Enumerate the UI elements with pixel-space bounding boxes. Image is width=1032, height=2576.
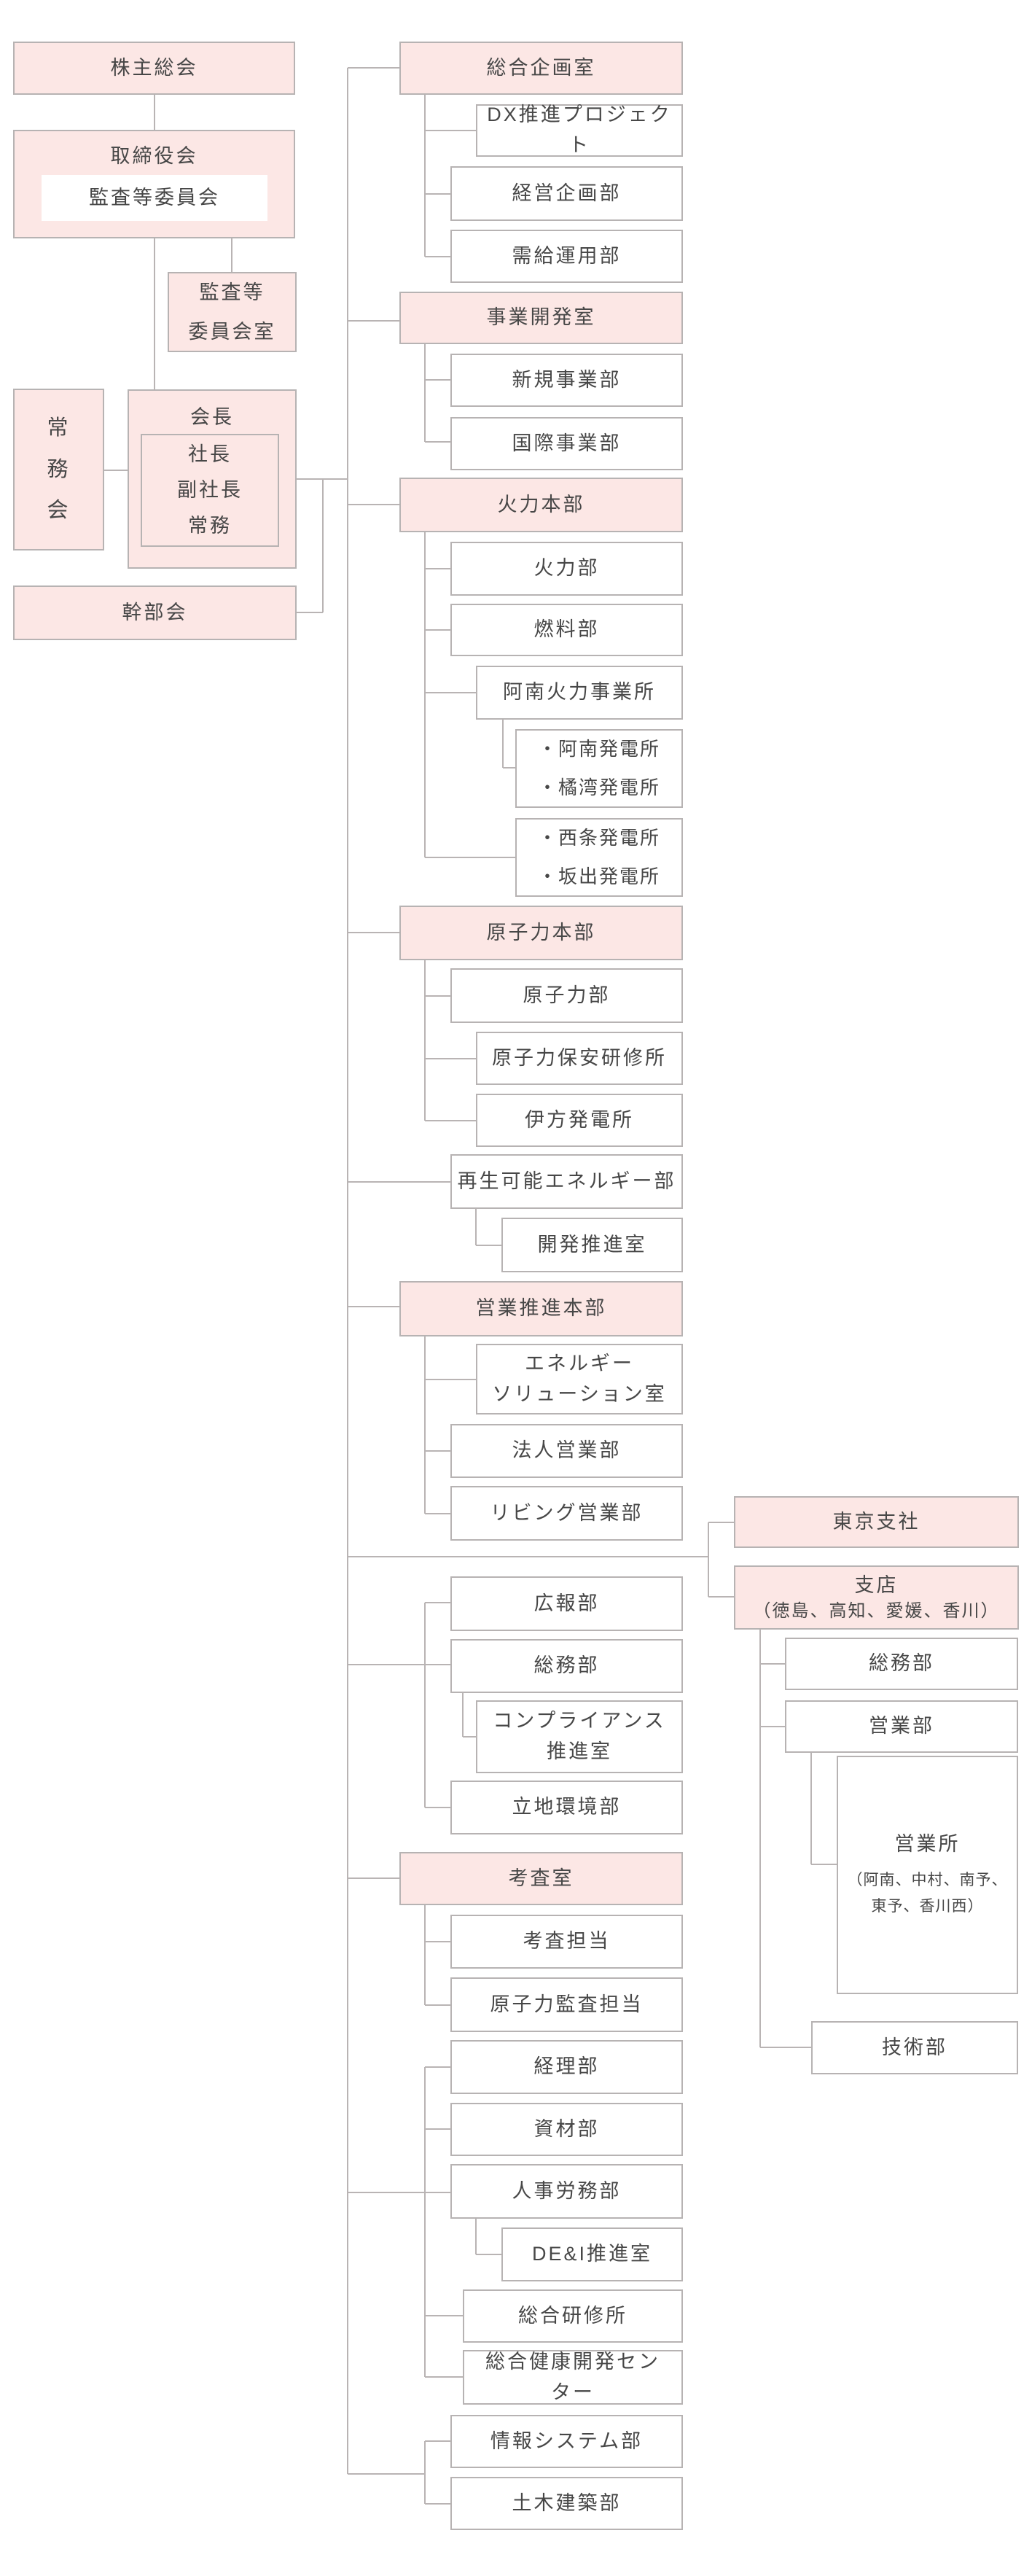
node-information-systems-dept: 情報システム部 [450,2415,683,2468]
node-audit-committee-office: 監査等 委員会室 [168,272,297,352]
node-general-planning-office: 総合企画室 [399,42,683,95]
node-corporate-planning-dept: 経営企画部 [450,166,683,221]
node-anan-thermal-power-office: 阿南火力事業所 [476,666,683,720]
node-inspection-section: 考査担当 [450,1915,683,1969]
node-fuel-dept: 燃料部 [450,604,683,656]
chairman-label: 会長 [190,406,234,428]
node-business-development-office: 事業開発室 [399,292,683,344]
node-dei-promotion-office: DE&I推進室 [501,2227,683,2281]
node-siting-environment-dept: 立地環境部 [450,1781,683,1834]
node-corporate-sales-dept: 法人営業部 [450,1424,683,1478]
node-managing-directors-meeting: 常 務 会 [13,389,104,550]
node-civil-engineering-architecture-dept: 土木建築部 [450,2477,683,2530]
node-general-training-institute: 総合研修所 [463,2289,683,2343]
node-general-affairs-dept: 総務部 [450,1639,683,1693]
node-inspection-office: 考査室 [399,1852,683,1905]
node-energy-solution-office: エネルギー ソリューション室 [476,1344,683,1415]
node-sales-offices: 営業所 （阿南、中村、南予、 東予、香川西） [837,1756,1018,1994]
node-ikata-power-station: 伊方発電所 [476,1094,683,1147]
node-shareholders-meeting: 株主総会 [13,42,295,95]
node-hr-labor-dept: 人事労務部 [450,2164,683,2219]
node-nuclear-power-division: 原子力本部 [399,906,683,960]
node-supply-demand-operation-dept: 需給運用部 [450,230,683,283]
node-accounting-dept: 経理部 [450,2040,683,2094]
node-branches: 支店 （徳島、高知、愛媛、香川） [734,1565,1019,1630]
node-engineering-dept: 技術部 [811,2021,1018,2074]
node-public-relations-dept: 広報部 [450,1576,683,1631]
node-new-business-dept: 新規事業部 [450,354,683,407]
node-materials-dept: 資材部 [450,2103,683,2156]
node-executive-meeting: 幹部会 [13,585,297,640]
node-dx-promotion-project: DX推進プロジェクト [476,104,683,157]
node-saijo-sakaide-power-stations: ・西条発電所 ・坂出発電所 [515,818,683,897]
node-anan-tachibana-power-stations: ・阿南発電所 ・橘湾発電所 [515,729,683,808]
branches-prefectures: （徳島、高知、愛媛、香川） [753,1600,1000,1621]
node-thermal-power-division: 火力本部 [399,478,683,532]
node-president-executives: 社長 副社長 常務 [141,434,279,547]
node-sales-promotion-division: 営業推進本部 [399,1281,683,1336]
node-thermal-power-dept: 火力部 [450,542,683,596]
node-audit-committee: 監査等委員会 [42,175,267,221]
node-renewable-energy-dept: 再生可能エネルギー部 [450,1154,683,1209]
node-branch-sales-dept: 営業部 [785,1700,1018,1753]
branches-label: 支店 [854,1574,899,1597]
node-general-health-development-center: 総合健康開発セン ター [463,2350,683,2405]
node-international-business-dept: 国際事業部 [450,417,683,470]
board-of-directors-label: 取締役会 [110,145,198,167]
node-chairman: 会長 社長 副社長 常務 [128,389,297,569]
sales-offices-locations: （阿南、中村、南予、 東予、香川西） [847,1871,1008,1915]
sales-offices-label: 営業所 [894,1832,961,1855]
node-nuclear-audit-section: 原子力監査担当 [450,1977,683,2032]
node-nuclear-safety-training-institute: 原子力保安研修所 [476,1032,683,1085]
node-board-of-directors: 取締役会 監査等委員会 [13,130,295,238]
node-living-sales-dept: リビング営業部 [450,1486,683,1541]
node-tokyo-branch-office: 東京支社 [734,1496,1019,1548]
node-compliance-promotion-office: コンプライアンス 推進室 [476,1700,683,1773]
node-nuclear-power-dept: 原子力部 [450,968,683,1023]
node-branch-general-affairs-dept: 総務部 [785,1638,1018,1690]
node-development-promotion-office: 開発推進室 [501,1218,683,1272]
